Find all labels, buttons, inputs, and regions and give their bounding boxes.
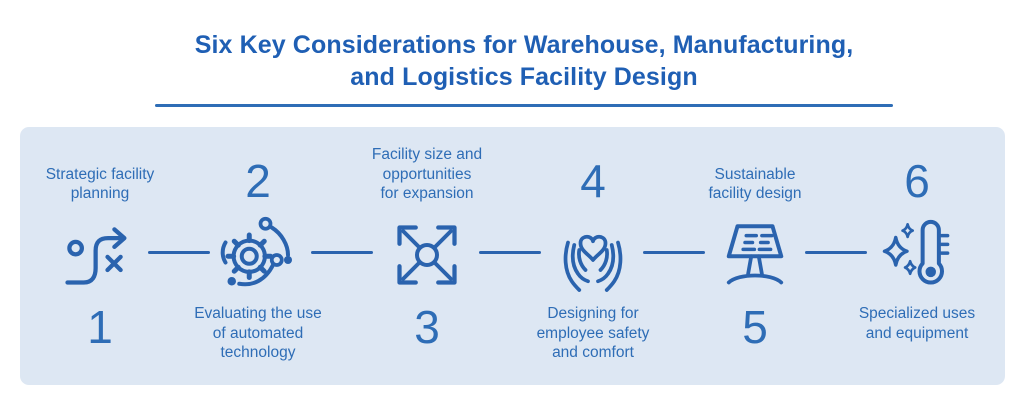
connector-line xyxy=(805,251,867,254)
consideration-item-3: Facility size and opportunities for expa… xyxy=(347,127,507,385)
step-number: 1 xyxy=(87,301,113,353)
step-label: Specialized uses and equipment xyxy=(858,305,976,342)
connector-line xyxy=(643,251,705,254)
step-label: Facility size and opportunities for expa… xyxy=(371,146,483,203)
hands-heart-icon xyxy=(563,234,623,292)
step-number: 4 xyxy=(580,155,606,207)
consideration-item-2: 2 xyxy=(178,127,338,385)
step-number: 3 xyxy=(414,301,440,353)
consideration-item-5: Sustainable facility design 5 xyxy=(675,127,835,385)
header: Six Key Considerations for Warehouse, Ma… xyxy=(12,30,1024,107)
connector-line xyxy=(479,251,541,254)
step-label: Designing for employee safety and comfor… xyxy=(536,305,650,362)
step-number: 2 xyxy=(245,155,271,207)
step-number: 6 xyxy=(904,155,930,207)
title-underline xyxy=(155,104,893,107)
consideration-item-6: 6 Specialized uses and equipment xyxy=(837,127,997,385)
step-label: Sustainable facility design xyxy=(708,165,802,203)
thermometer-sparkle-icon xyxy=(882,219,950,285)
consideration-item-1: Strategic facility planning 1 xyxy=(20,127,180,385)
solar-panel-icon xyxy=(726,224,784,285)
page-title-line1: Six Key Considerations for Warehouse, Ma… xyxy=(194,31,854,59)
content-panel: Strategic facility planning 1 2 xyxy=(20,127,1005,385)
step-label: Strategic facility planning xyxy=(45,165,155,203)
step-label: Evaluating the use of automated technolo… xyxy=(194,305,322,362)
expansion-arrows-icon xyxy=(397,225,457,285)
connector-line xyxy=(148,251,210,254)
page-title-line2: and Logistics Facility Design xyxy=(350,62,698,91)
consideration-item-4: 4 Designing for employee safe xyxy=(513,127,673,385)
connector-line xyxy=(311,251,373,254)
strategy-path-icon xyxy=(65,227,127,285)
automation-gear-icon xyxy=(220,216,292,287)
step-number: 5 xyxy=(742,301,768,353)
